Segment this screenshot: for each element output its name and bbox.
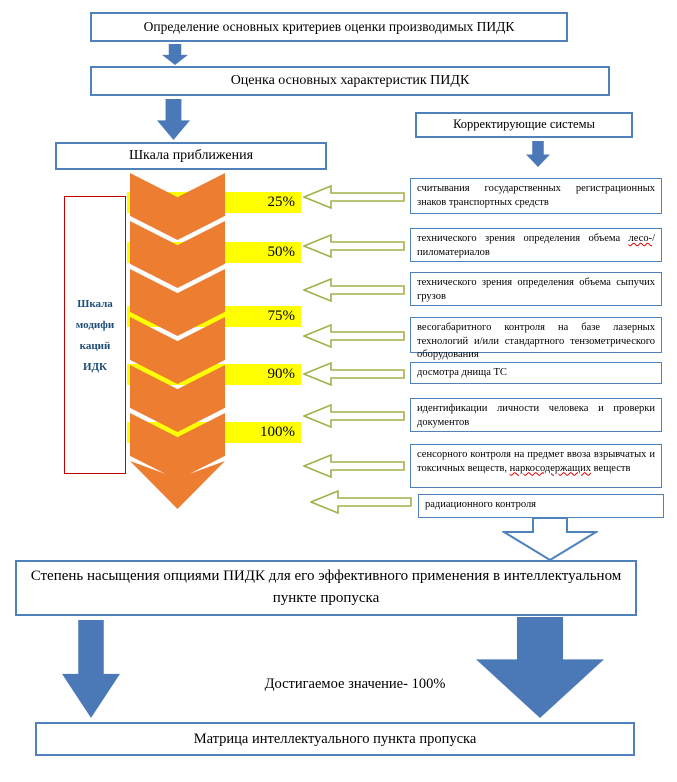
outlined-down-arrow-icon [502, 517, 598, 561]
option-box: досмотра днища ТС [410, 362, 662, 384]
left-arrow-icon [303, 454, 405, 478]
left-arrow-icon [303, 185, 405, 209]
left-arrow-icon [303, 234, 405, 258]
side-label-line: каций [79, 339, 111, 352]
down-arrow-icon [157, 99, 190, 140]
criteria-definition-box: Определение основных критериев оценки пр… [90, 12, 568, 42]
saturation-box: Степень насыщения опциями ПИДК для его э… [15, 560, 637, 616]
big-down-arrow-icon [476, 617, 604, 718]
option-text: технического зрения определения объема [417, 233, 629, 244]
down-arrow-icon [526, 141, 550, 167]
left-arrow-icon [303, 404, 405, 428]
modification-scale-box: Шкала модифи каций ИДК [64, 196, 126, 474]
side-label-line: ИДК [82, 360, 108, 373]
matrix-box: Матрица интеллектуального пункта пропуск… [35, 722, 635, 756]
option-text: веществ [591, 462, 631, 474]
left-arrow-icon [303, 278, 405, 302]
option-box: сенсорного контроля на предмет ввоза взр… [410, 444, 662, 488]
option-box: считывания государственных регистрационн… [410, 178, 662, 214]
option-box: радиационного контроля [418, 494, 664, 518]
correcting-systems-box: Корректирующие системы [415, 112, 633, 138]
side-label-line: модифи [75, 318, 115, 331]
approximation-scale-box: Шкала приближения [55, 142, 327, 170]
down-arrow-icon [162, 44, 188, 65]
option-text: сенсорного контроля на предмет ввоза взр… [417, 449, 655, 474]
option-box: весогабаритного контроля на базе лазерны… [410, 317, 662, 360]
option-text-marked: лесо- [628, 233, 653, 244]
left-arrow-icon [303, 324, 405, 348]
down-arrow-icon [62, 620, 120, 718]
side-label-line: Шкала [77, 297, 113, 310]
option-text: /пиломатериалов [417, 233, 655, 258]
achieved-value-label: Достигаемое значение- 100% [264, 676, 446, 692]
option-box: технического зрения определения объема л… [410, 228, 662, 262]
characteristics-box: Оценка основных характеристик ПИДК [90, 66, 610, 96]
chevron-stack [130, 173, 225, 509]
left-arrow-icon [310, 490, 412, 514]
option-box: технического зрения определения объема с… [410, 272, 662, 306]
left-arrow-icon [303, 362, 405, 386]
option-box: идентификации личности человека и провер… [410, 398, 662, 432]
option-text-marked: наркосодержащих [509, 462, 592, 474]
